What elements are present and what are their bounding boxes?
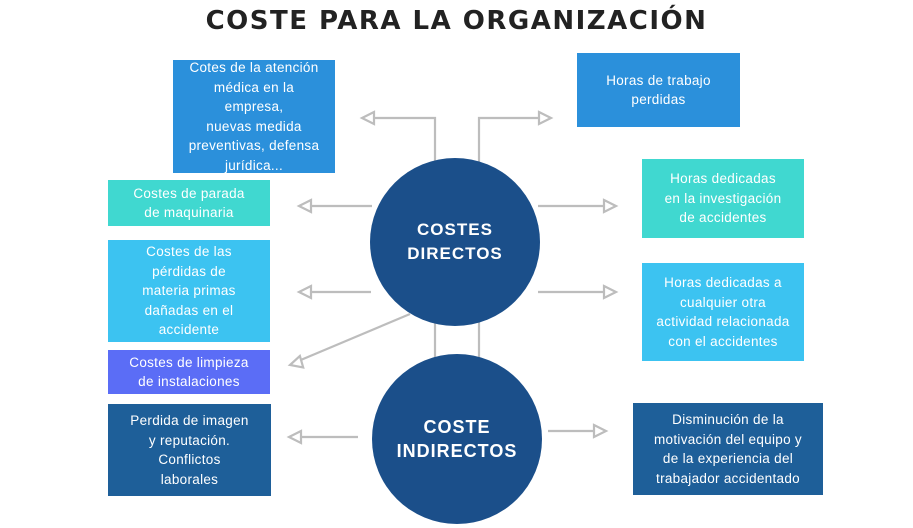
arrow-to-medica [368,116,437,168]
box-perdida-imagen: Perdida de imagen y reputación. Conflict… [108,404,271,496]
box-parada-maquinaria: Costes de parada de maquinaria [108,180,270,226]
box-investigacion-accidentes: Horas dedicadas en la investigación de a… [642,159,804,238]
box-horas-trabajo: Horas de trabajo perdidas [577,53,740,127]
box-limpieza-instalaciones: Costes de limpieza de instalaciones [108,350,270,394]
arrow-head-limpieza [287,353,305,369]
costes-directos-circle: COSTES DIRECTOS [370,158,540,326]
diagram-title: COSTE PARA LA ORGANIZACIÓN [205,6,708,36]
box-disminucion-motivacion: Disminución de la motivación del equipo … [633,403,823,495]
arrow-head-otra [602,284,619,300]
arrow-head-medica [359,110,376,126]
arrow-head-investigacion [602,198,619,214]
box-perdidas-materia: Costes de las pérdidas de materia primas… [108,240,270,342]
box-otra-actividad: Horas dedicadas a cualquier otra activid… [642,263,804,361]
arrow-to-limpieza [295,312,411,364]
box-atencion-medica: Cotes de la atención médica en la empres… [173,60,335,173]
costes-indirectos-circle: COSTE INDIRECTOS [372,354,542,524]
arrow-head-motivacion [592,423,609,439]
arrow-head-horas [537,110,554,126]
arrow-head-perdidas [296,284,313,300]
arrow-to-horas [477,116,545,168]
arrow-head-parada [296,198,313,214]
arrow-head-imagen [286,429,303,445]
